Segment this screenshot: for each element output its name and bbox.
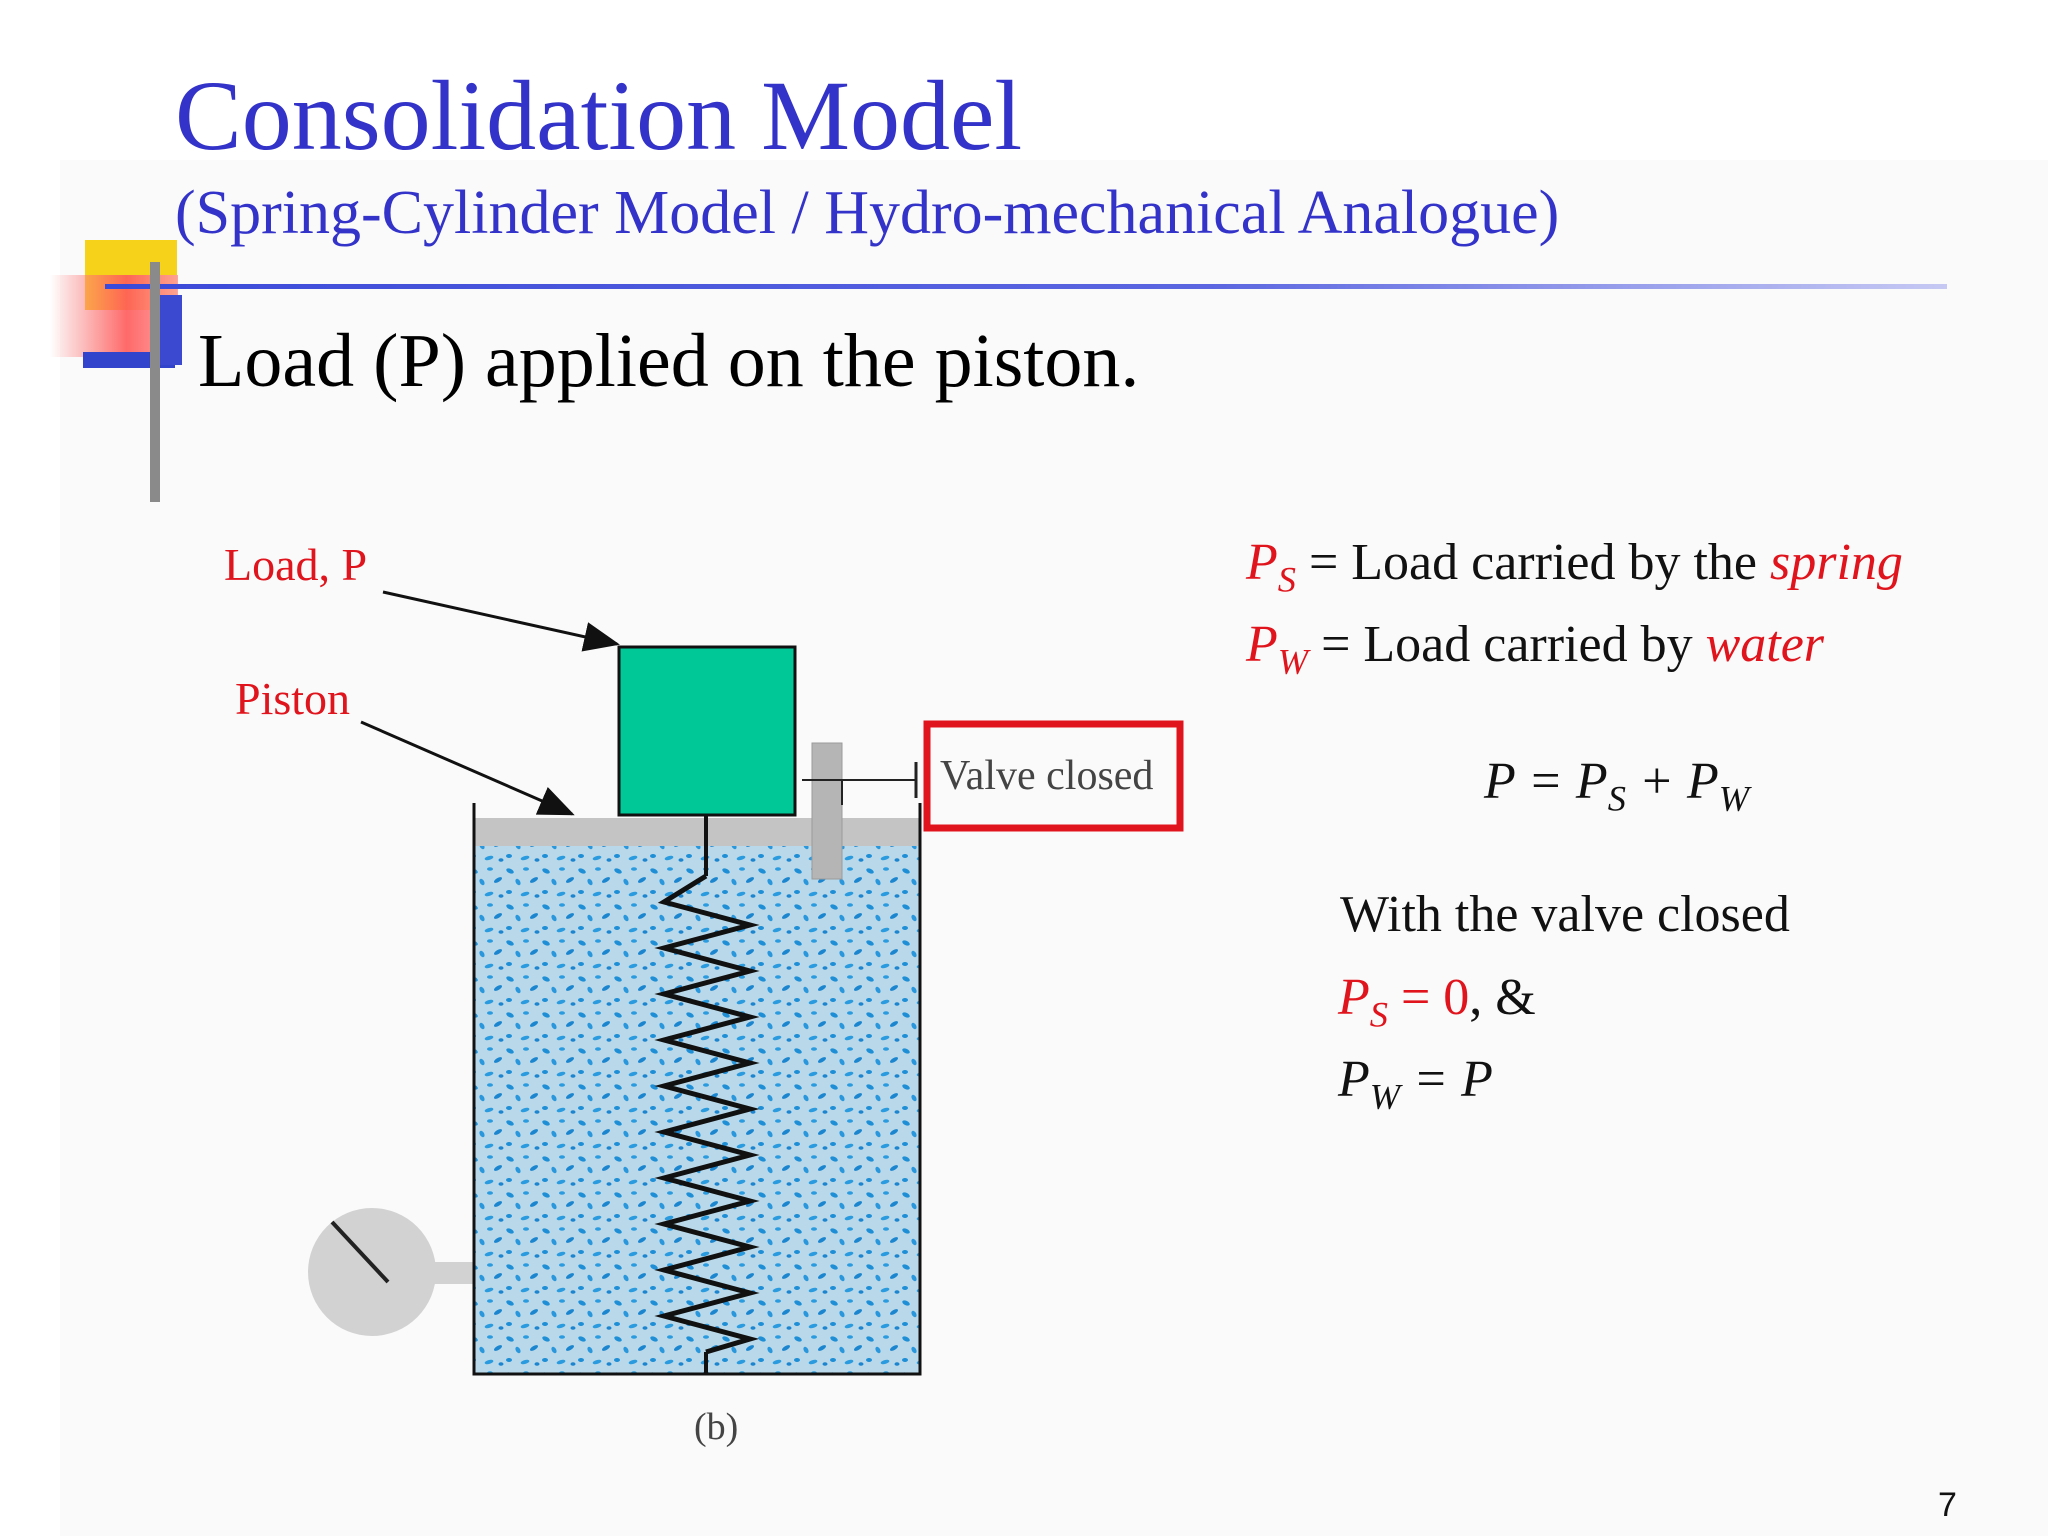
decor-vertical-line — [150, 262, 160, 502]
pw-definition: PW = Load carried by water — [1246, 616, 1825, 682]
piston-arrow — [360, 720, 575, 816]
valve-highlight-box — [923, 720, 1184, 832]
spring — [654, 873, 760, 1355]
slide-subtitle: (Spring-Cylinder Model / Hydro-mechanica… — [175, 179, 1560, 247]
pressure-gauge-icon — [308, 1208, 436, 1336]
load-balance-equation: P = PS + PW — [1484, 753, 1750, 819]
cylinder-walls — [472, 803, 922, 1376]
page-number: 7 — [1938, 1486, 1957, 1524]
pw-equal-equation: PW = P — [1338, 1051, 1493, 1117]
condition-text: With the valve closed — [1340, 886, 1790, 943]
valve-pipe — [811, 742, 843, 880]
valve-label: Valve closed — [940, 753, 1154, 799]
piston-label: Piston — [235, 673, 351, 724]
figure-caption: (b) — [694, 1406, 739, 1448]
bullet-text: Load (P) applied on the piston. — [198, 319, 1140, 403]
load-block — [617, 645, 797, 817]
piston-plate — [474, 818, 920, 846]
load-arrow — [382, 590, 620, 652]
title-underline — [105, 284, 1947, 289]
water-fill — [474, 845, 920, 1373]
ps-definition: PS = Load carried by the spring — [1246, 534, 1903, 600]
ps-zero-equation: PS = 0, & — [1338, 969, 1536, 1035]
load-label: Load, P — [224, 539, 368, 590]
slide-title: Consolidation Model — [175, 60, 1023, 171]
